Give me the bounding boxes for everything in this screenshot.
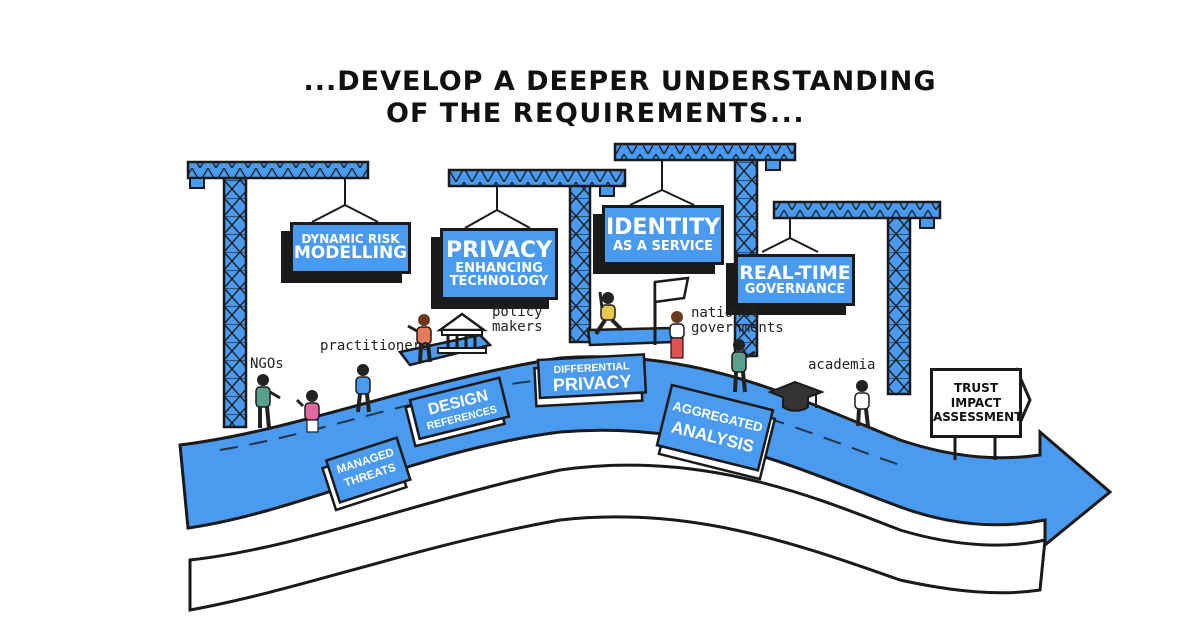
road-sign-differential-privacy: DIFFERENTIAL PRIVACY (533, 353, 648, 408)
differential-privacy-line2: PRIVACY (552, 371, 632, 395)
flag-icon (653, 276, 690, 345)
label-academia: academia (808, 357, 876, 373)
box-line: AS A SERVICE (612, 238, 714, 254)
label-national-governments: national governments (691, 306, 784, 335)
page-title-line2: OF THE REQUIREMENTS... (300, 98, 940, 129)
box-line: REAL-TIME (739, 261, 851, 284)
box-privacy-enhancing-technology: PRIVACY ENHANCING TECHNOLOGY (440, 228, 558, 300)
box-dynamic-risk-modelling: DYNAMIC RISK MODELLING (290, 222, 411, 274)
road-sign-aggregated-analysis: AGGREGATED ANALYSIS (655, 383, 777, 481)
differential-privacy-line1: DIFFERENTIAL (553, 360, 630, 376)
label-practitioners: practitioners (320, 338, 430, 354)
person-practitioner-2 (407, 314, 432, 363)
label-policy-makers-line2: makers (492, 318, 543, 335)
page-title-line2-bold: REQUIREMENTS... (512, 98, 806, 129)
label-national-governments-line2: governments (691, 319, 784, 336)
person-ngo-2 (295, 390, 320, 433)
box-identity-as-a-service: IDENTITY AS A SERVICE (602, 205, 724, 265)
road-sign-design-references: DESIGN REFERENCES (404, 376, 511, 448)
person-academic (854, 380, 870, 427)
label-ngos: NGOs (250, 356, 284, 372)
box-line: DYNAMIC RISK (301, 232, 400, 247)
box-line: MODELLING (293, 243, 408, 264)
box-line: GOVERNANCE (744, 282, 846, 298)
crane-1 (186, 160, 379, 429)
crane-4 (761, 200, 942, 396)
person-policy-maker (594, 291, 624, 336)
sign-line: TRUST (954, 381, 998, 396)
box-line: IDENTITY (605, 215, 721, 241)
label-national-governments-line1: national (691, 305, 759, 321)
person-government-1 (669, 311, 685, 359)
label-policy-makers-line1: policy (492, 304, 543, 320)
page-title-line2-prefix: OF THE (386, 98, 503, 129)
road-sign-managed-threats: MANAGED THREATS (320, 436, 412, 512)
person-ngo-1 (255, 374, 281, 429)
box-line: ENHANCING (455, 260, 543, 276)
crane-2 (447, 168, 627, 344)
page-title-line1: ...DEVELOP A DEEPER UNDERSTANDING (303, 66, 937, 97)
trust-impact-assessment-sign: TRUST IMPACT ASSESSMENT (930, 368, 1022, 438)
box-real-time-governance: REAL-TIME GOVERNANCE (735, 254, 855, 306)
government-building-icon (436, 312, 488, 354)
box-line: TECHNOLOGY (449, 274, 549, 290)
sign-line: ASSESSMENT (933, 410, 1023, 425)
box-line: PRIVACY (446, 237, 552, 263)
person-government-2 (731, 339, 756, 393)
graduation-cap-icon (767, 380, 825, 412)
sign-line: IMPACT (950, 395, 1002, 410)
person-practitioner-1 (355, 364, 371, 413)
label-policy-makers: policy makers (492, 305, 543, 334)
